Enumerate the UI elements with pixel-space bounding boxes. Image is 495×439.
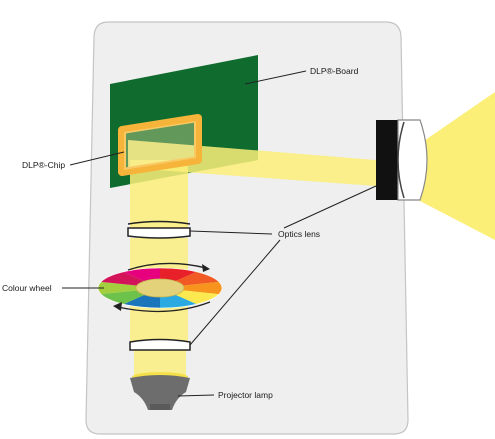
dlp-chip — [118, 114, 202, 176]
leader-dlp-chip — [69, 151, 125, 166]
optics-lens-upper-top — [127, 220, 191, 225]
projector-lamp-base — [150, 404, 170, 410]
leader-optics-lens-lower — [189, 239, 281, 346]
leader-projection-lens — [283, 185, 377, 229]
rotation-arrow-top — [127, 262, 207, 271]
rotation-arrow-bottom-head — [113, 302, 122, 311]
label-dlp-board: DLP®-Board — [310, 66, 359, 76]
dlp-chip-glass — [124, 121, 196, 170]
colour-wheel-hub — [135, 278, 185, 298]
leader-dlp-board — [244, 70, 307, 85]
leader-optics-lens-upper — [189, 230, 273, 235]
leader-projector-lamp — [177, 394, 215, 397]
colour-wheel-segment — [160, 281, 223, 295]
light-column-lower — [134, 350, 186, 376]
reflected-light-beam — [128, 140, 376, 186]
projector-lamp — [130, 375, 190, 410]
projection-lens-glass — [397, 119, 428, 201]
rotation-arrow-top-head — [202, 264, 210, 272]
rotation-arrow-bottom — [117, 301, 211, 313]
colour-wheel-segment — [97, 281, 160, 295]
optics-lens-upper — [127, 227, 191, 239]
projected-light-beam — [418, 92, 495, 240]
optics-lens-lower — [129, 338, 191, 351]
projection-lens-body — [376, 120, 398, 200]
label-colour-wheel: Colour wheel — [2, 283, 52, 293]
label-dlp-chip: DLP®-Chip — [22, 160, 65, 170]
label-projector-lamp: Projector lamp — [218, 390, 273, 400]
label-optics-lens: Optics lens — [278, 229, 320, 239]
projection-lens-curve — [397, 121, 405, 199]
